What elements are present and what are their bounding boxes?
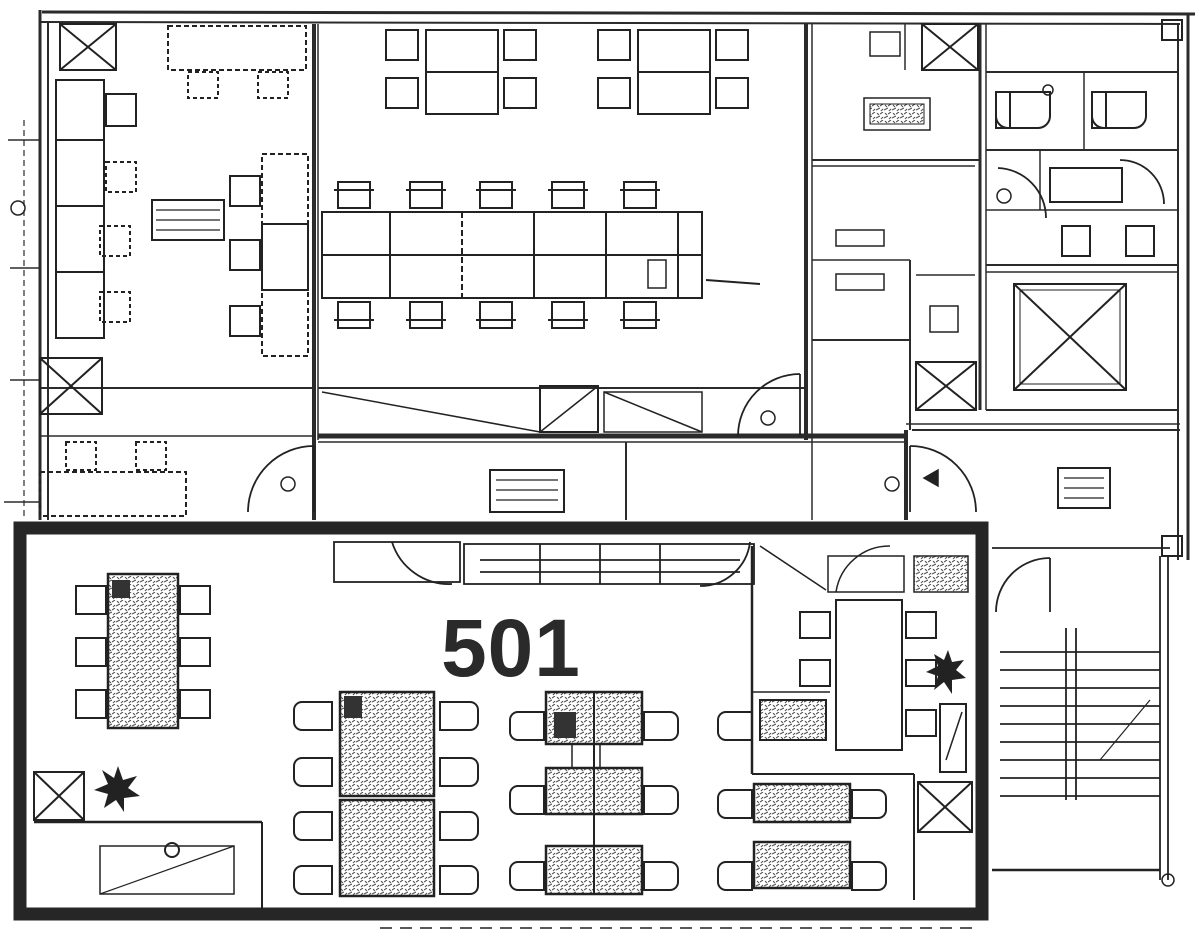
interior-walls	[40, 24, 1180, 520]
reception-counter	[34, 820, 263, 910]
unit-number-label: 501	[441, 603, 581, 694]
column-marker	[10, 200, 26, 216]
table-left	[106, 572, 180, 730]
plant-icon	[94, 766, 140, 812]
corridor-fixtures	[321, 385, 703, 513]
elevator-shaft	[1013, 283, 1127, 391]
unit-501-boundary	[13, 521, 989, 921]
staircase	[992, 547, 1170, 880]
plant-icon	[926, 650, 966, 694]
unit-top-storage	[333, 541, 755, 587]
conference-table	[321, 211, 761, 299]
restroom-fixtures	[835, 31, 1155, 509]
office-desks-upper-left	[39, 25, 309, 517]
door-swings	[247, 159, 1165, 613]
workstation-cluster-1	[293, 690, 479, 898]
unit-meeting-room	[750, 545, 969, 900]
workstation-cluster-2	[509, 690, 679, 896]
building-outline	[4, 10, 1196, 560]
chairs-left-table	[75, 585, 211, 719]
door-markers	[280, 84, 1175, 887]
shaft-boxes	[33, 19, 1183, 833]
workstation-cluster-3	[717, 711, 887, 891]
conference-chairs	[334, 181, 660, 329]
meeting-tables-top	[385, 29, 749, 115]
